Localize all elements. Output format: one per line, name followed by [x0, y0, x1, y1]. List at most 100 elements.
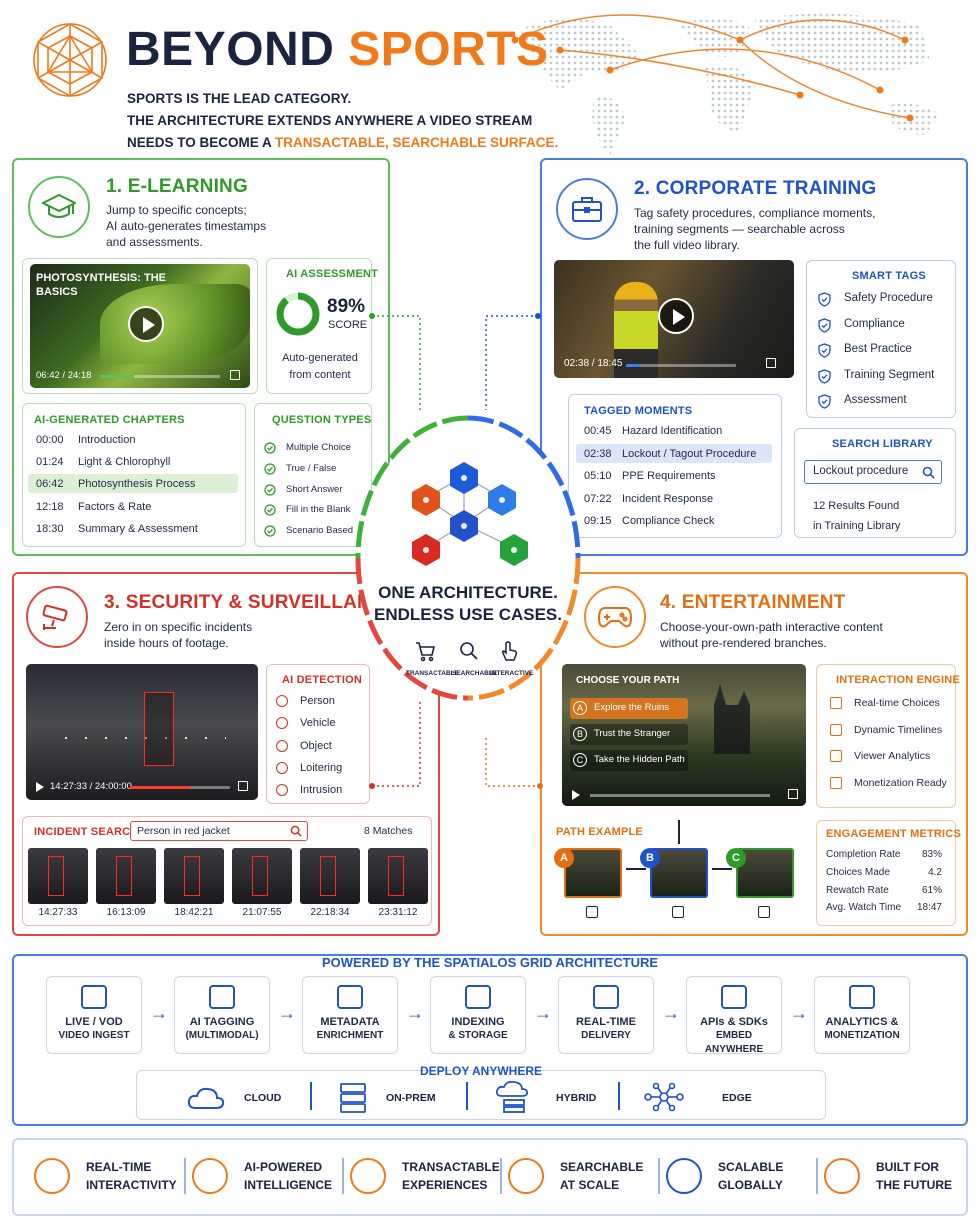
smart-tag[interactable]: Assessment: [844, 394, 907, 406]
corporate-desc-3: the full video library.: [634, 238, 740, 252]
moment-time[interactable]: 00:45: [584, 425, 612, 437]
smart-tag[interactable]: Training Segment: [844, 368, 935, 381]
chapter-row[interactable]: 12:18: [36, 501, 64, 513]
detection-icon: [276, 784, 288, 797]
moment-time[interactable]: 02:38: [584, 447, 612, 460]
thumbnail-timestamp: 22:18:34: [310, 907, 350, 918]
detection-icon: [276, 761, 288, 774]
fullscreen-icon[interactable]: [766, 358, 776, 368]
footer-panel: [12, 1138, 968, 1216]
incident-thumbnail[interactable]: [300, 848, 360, 904]
corporate-description: Tag safety procedures, compliance moment…: [634, 205, 875, 253]
brain-icon: [209, 985, 235, 1009]
check-circle-icon: [264, 442, 276, 454]
subtitle-line-2: THE ARCHITECTURE EXTENDS ANYWHERE A VIDE…: [127, 113, 533, 128]
engine-feature: Dynamic Timelines: [854, 723, 943, 736]
tagged-moments-card: [568, 394, 782, 538]
chapter-label: Factors & Rate: [78, 500, 152, 513]
check-circle-icon: [264, 525, 276, 537]
path-node-thumbnail[interactable]: [736, 848, 794, 898]
footer-feature: AI-POWERED INTELLIGENCE: [244, 1158, 332, 1194]
video-progress-track[interactable]: [100, 375, 220, 378]
chapter-row[interactable]: 01:24: [36, 456, 64, 468]
fullscreen-icon[interactable]: [238, 781, 248, 791]
search-icon[interactable]: [290, 825, 302, 837]
pipeline-arrow-icon: →: [662, 1003, 680, 1023]
footer-feature-line-1: AI-POWERED: [244, 1160, 322, 1174]
fullscreen-icon[interactable]: [230, 370, 240, 380]
play-icon[interactable]: [572, 790, 580, 800]
video-progress-track[interactable]: [590, 794, 770, 797]
detection-icon: [276, 739, 288, 752]
page-title: BEYOND SPORTS: [126, 26, 549, 74]
search-icon[interactable]: [922, 466, 935, 479]
check-circle-icon: [264, 504, 276, 517]
video-progress-track[interactable]: [130, 786, 230, 789]
moment-label[interactable]: Incident Response: [622, 492, 714, 505]
footer-feature-icon: [824, 1158, 860, 1194]
moment-time[interactable]: 09:15: [584, 515, 612, 527]
shield-check-icon: [818, 394, 831, 409]
corporate-desc-1: Tag safety procedures, compliance moment…: [634, 206, 876, 220]
incident-thumbnail[interactable]: [164, 848, 224, 904]
footer-feature-line-2: INTELLIGENCE: [244, 1178, 333, 1192]
assessment-note: Auto-generated from content: [270, 350, 370, 384]
fullscreen-icon[interactable]: [788, 789, 798, 799]
choose-path-title: CHOOSE YOUR PATH: [576, 675, 680, 686]
gamepad-icon: [584, 586, 646, 648]
choice-key: B: [573, 727, 587, 741]
video-title-line-1: PHOTOSYNTHESIS: THE: [36, 272, 166, 284]
incident-thumbnail[interactable]: [368, 848, 428, 904]
path-arrow-icon: [626, 868, 646, 870]
footer-feature-line-1: BUILT FOR: [876, 1160, 940, 1174]
smart-tags-card: [806, 260, 956, 418]
incident-thumbnail[interactable]: [28, 848, 88, 904]
moment-label[interactable]: Compliance Check: [622, 515, 715, 527]
chapter-label: Summary & Assessment: [78, 522, 198, 535]
footer-feature-line-2: THE FUTURE: [876, 1178, 952, 1192]
briefcase-icon: [556, 178, 618, 240]
elearning-video-player[interactable]: PHOTOSYNTHESIS: THE BASICS 06:42 / 24:18: [30, 264, 250, 388]
incident-thumbnail[interactable]: [96, 848, 156, 904]
footer-feature-icon: [666, 1158, 702, 1194]
deploy-box: [136, 1070, 826, 1120]
moment-label[interactable]: Lockout / Tagout Procedure: [622, 447, 757, 460]
video-timestamp: 06:42 / 24:18: [36, 370, 92, 381]
thumbnail-timestamp: 23:31:12: [378, 907, 418, 918]
broadcast-icon: [593, 985, 619, 1009]
chapter-row[interactable]: 18:30: [36, 523, 64, 535]
pipeline-step-line-2: MONETIZATION: [824, 1030, 900, 1041]
pipeline-step-line-2: VIDEO INGEST: [58, 1030, 130, 1041]
moment-label[interactable]: Hazard Identification: [622, 425, 723, 437]
video-progress-track[interactable]: [626, 364, 736, 367]
pipeline-step-line-2: (MULTIMODAL): [185, 1030, 259, 1041]
deploy-edge: EDGE: [722, 1092, 752, 1104]
detection-box: [184, 856, 200, 896]
smart-tag[interactable]: Best Practice: [844, 343, 912, 355]
active-chapter-highlight: [28, 474, 238, 493]
chapter-row[interactable]: 06:42: [36, 478, 64, 490]
corporate-video-player[interactable]: 02:38 / 18:45: [554, 260, 794, 378]
metric-label: Rewatch Rate: [826, 884, 889, 896]
play-button[interactable]: [658, 298, 694, 334]
security-video-player[interactable]: 14:27:33 / 24:00:00: [26, 664, 258, 800]
moment-time[interactable]: 07:22: [584, 492, 612, 505]
incident-search-input[interactable]: Person in red jacket: [130, 821, 308, 841]
incident-thumbnail[interactable]: [232, 848, 292, 904]
moment-label[interactable]: PPE Requirements: [622, 470, 716, 482]
smart-tag[interactable]: Compliance: [844, 317, 905, 330]
library-search-input[interactable]: Lockout procedure: [804, 460, 942, 484]
play-icon[interactable]: [36, 782, 44, 792]
chapter-row[interactable]: 00:00: [36, 434, 64, 446]
footer-feature-line-1: REAL-TIME: [86, 1160, 152, 1174]
moment-time[interactable]: 05:10: [584, 470, 612, 482]
play-button[interactable]: [128, 306, 164, 342]
worker-graphic: [614, 282, 658, 378]
smart-tag[interactable]: Safety Procedure: [844, 292, 933, 304]
graduation-cap-icon: [28, 176, 90, 238]
